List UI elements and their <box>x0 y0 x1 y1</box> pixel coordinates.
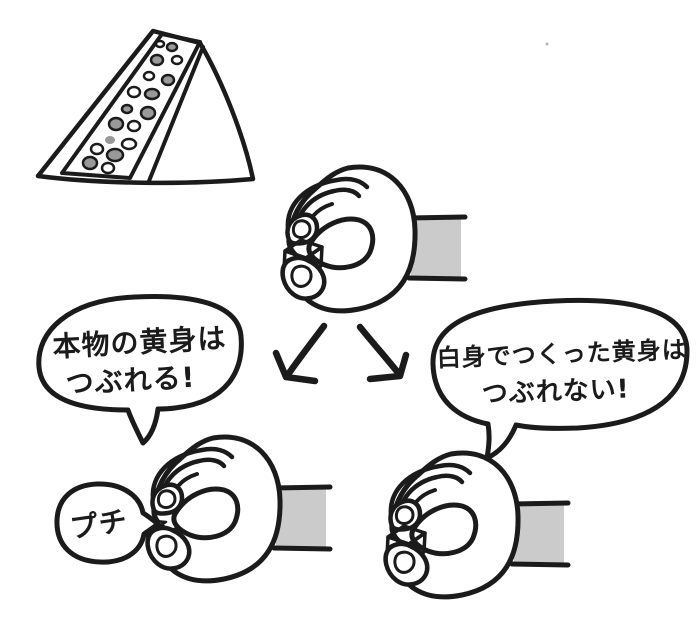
paper-speck <box>545 42 549 46</box>
hand-top-pinching-yolk <box>283 167 465 311</box>
hand-bottom-right-yolk-intact <box>386 453 568 597</box>
arrow-down-left <box>272 322 328 385</box>
speech-bubble-right-line2: つぶれない! <box>481 374 630 409</box>
arrow-down-right <box>356 323 410 383</box>
egg-blob <box>170 54 184 66</box>
egg-blob <box>142 70 156 82</box>
egg-blob <box>120 137 138 151</box>
hand-bottom-left-crushing-yolk <box>132 437 330 581</box>
egg-filling-band <box>60 32 202 180</box>
egg-blob <box>89 142 105 156</box>
speech-bubble-left-body <box>36 294 244 446</box>
egg-blob <box>105 136 115 144</box>
sfx-bubble-body <box>54 481 161 565</box>
speech-bubble-left: 本物の黄身は つぶれる! <box>36 294 244 446</box>
egg-blob <box>154 39 166 49</box>
egg-blob <box>126 85 142 99</box>
egg-blob <box>81 155 99 171</box>
speech-bubble-right: 白身でつくった黄身は つぶれない! <box>430 297 690 461</box>
egg-sandwich <box>35 28 256 186</box>
egg-blob <box>120 103 134 115</box>
sfx-bubble: プチ <box>54 481 161 565</box>
sfx-text: プチ <box>68 504 130 545</box>
egg-filling-blobs <box>81 39 184 175</box>
egg-blob <box>126 119 142 133</box>
bread-inner-edge-line <box>147 45 205 183</box>
speech-bubble-left-line2: つぶれる! <box>65 361 196 401</box>
branch-arrows <box>272 322 410 385</box>
egg-blob <box>149 53 165 67</box>
egg-blob <box>165 41 179 53</box>
egg-blob <box>105 147 125 163</box>
egg-blob <box>107 116 125 132</box>
speech-bubble-right-body <box>430 297 690 461</box>
egg-blob <box>139 105 157 121</box>
egg-blob <box>160 73 176 87</box>
egg-blob <box>100 161 116 175</box>
egg-blob <box>143 87 161 101</box>
